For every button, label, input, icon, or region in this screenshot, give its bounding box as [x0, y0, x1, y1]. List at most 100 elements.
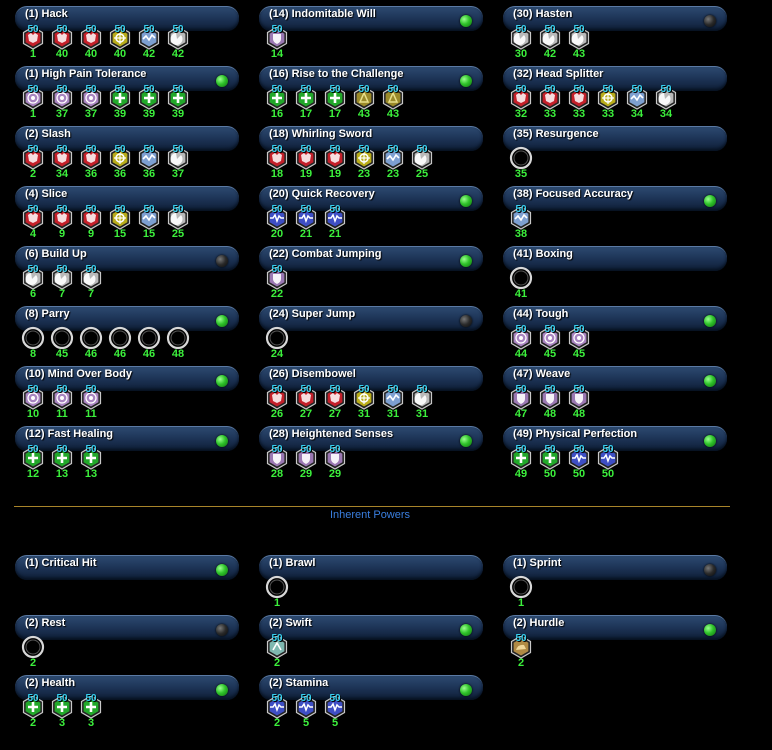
- power-toggle-on-icon[interactable]: [460, 195, 472, 207]
- power-toggle-off-icon[interactable]: [704, 564, 716, 576]
- enhancement-slot[interactable]: 41: [509, 265, 533, 300]
- power-bar[interactable]: [15, 426, 239, 451]
- power-bar[interactable]: [15, 66, 239, 91]
- enhancement-slot[interactable]: 46: [137, 325, 161, 360]
- power-toggle-on-icon[interactable]: [216, 564, 228, 576]
- power-toggle-on-icon[interactable]: [216, 315, 228, 327]
- power-toggle-on-icon[interactable]: [460, 75, 472, 87]
- enhancement-slot[interactable]: 2: [21, 634, 45, 669]
- power-bar[interactable]: [503, 126, 727, 151]
- power-toggle-on-icon[interactable]: [216, 684, 228, 696]
- enhancement-slot[interactable]: 24: [265, 325, 289, 360]
- enhancement-slot[interactable]: 1: [509, 574, 533, 609]
- power-bar[interactable]: [503, 186, 727, 211]
- enhancement-slot[interactable]: 46: [108, 325, 132, 360]
- enhancement-slot[interactable]: 8: [21, 325, 45, 360]
- power-bar[interactable]: [503, 426, 727, 451]
- power-toggle-off-icon[interactable]: [216, 255, 228, 267]
- power-bar[interactable]: [259, 66, 483, 91]
- power-toggle-on-icon[interactable]: [704, 375, 716, 387]
- power-bar[interactable]: [15, 6, 239, 31]
- power-bar[interactable]: [15, 126, 239, 151]
- power-toggle-on-icon[interactable]: [460, 624, 472, 636]
- power-toggle-on-icon[interactable]: [216, 375, 228, 387]
- power-toggle-off-icon[interactable]: [460, 315, 472, 327]
- power-toggle-on-icon[interactable]: [460, 255, 472, 267]
- power-toggle-on-icon[interactable]: [216, 435, 228, 447]
- power-bar[interactable]: [503, 246, 727, 271]
- enhancement-slot[interactable]: 45: [50, 325, 74, 360]
- power-bar[interactable]: [259, 426, 483, 451]
- enhancement-slot[interactable]: 46: [79, 325, 103, 360]
- power-toggle-on-icon[interactable]: [460, 684, 472, 696]
- power-bar[interactable]: [259, 186, 483, 211]
- power-bar[interactable]: [15, 675, 239, 700]
- power-bar[interactable]: [259, 555, 483, 580]
- power-bar[interactable]: [259, 675, 483, 700]
- enhancement-slot[interactable]: 35: [509, 145, 533, 180]
- power-bar[interactable]: [503, 66, 727, 91]
